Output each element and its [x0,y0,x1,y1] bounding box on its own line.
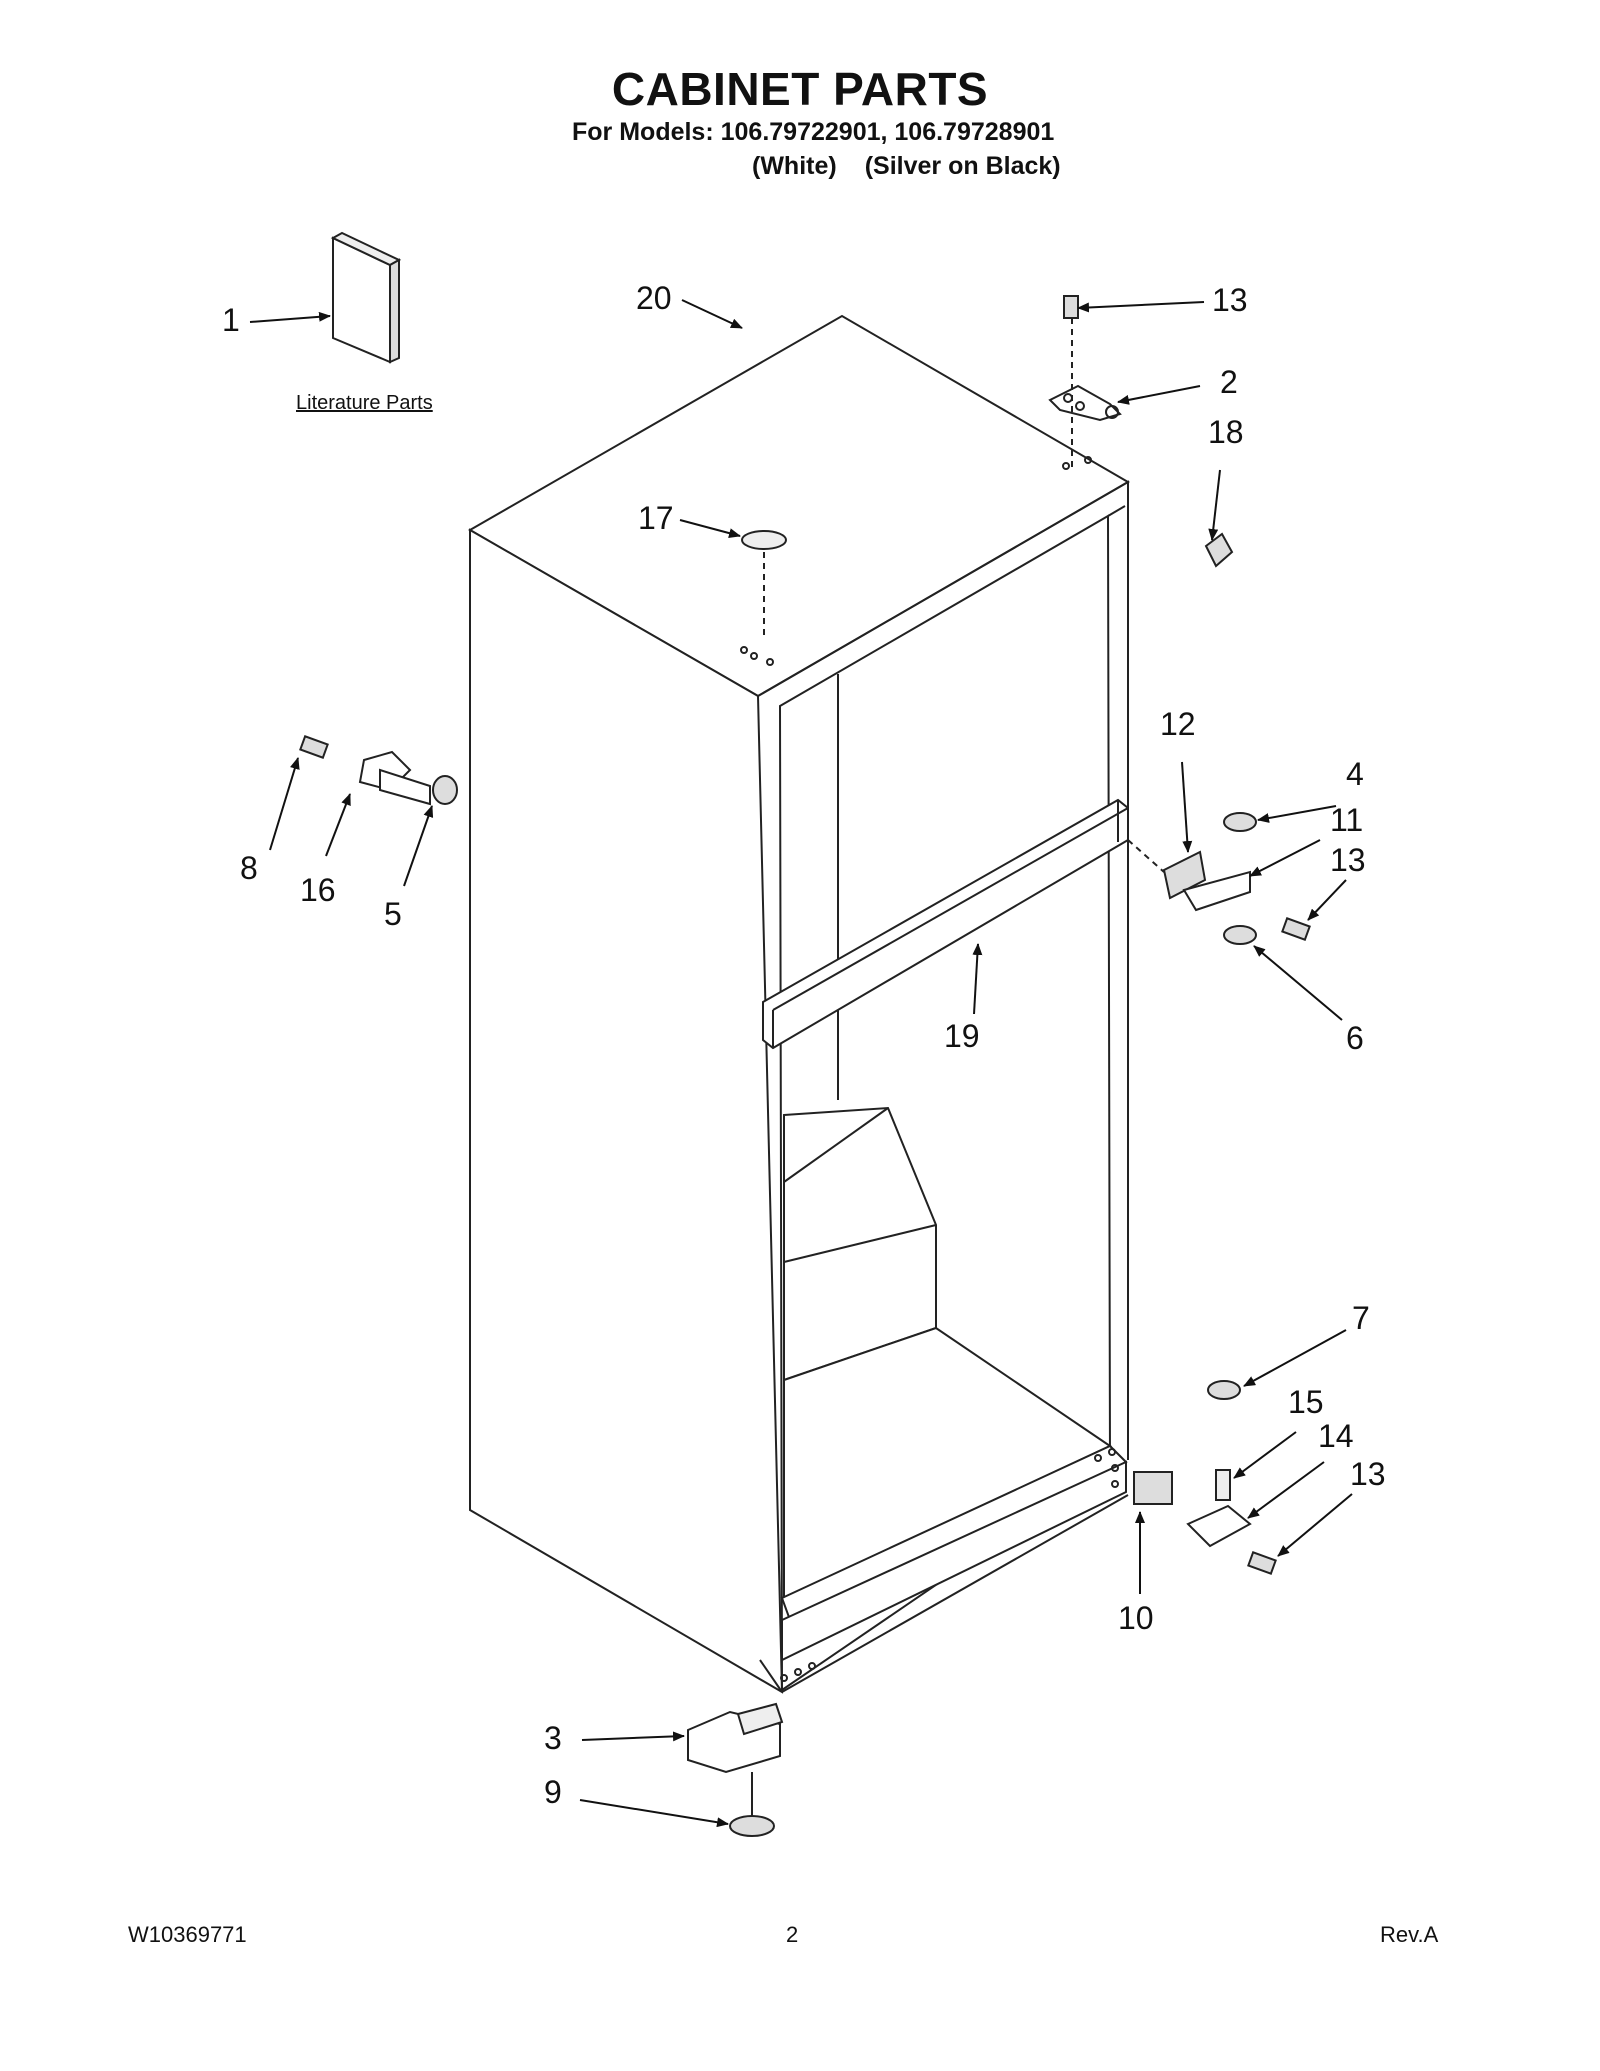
top-plug [741,530,787,640]
callout-20: 20 [636,280,672,316]
roller-and-leveler [687,1702,784,1837]
callout-5: 5 [384,896,402,932]
callout-3: 3 [544,1720,562,1756]
callout-17: 17 [638,500,674,536]
callout-9: 9 [544,1774,562,1810]
callout-8: 8 [240,850,258,886]
callout-13-top: 13 [1212,282,1248,318]
revision: Rev.A [1380,1922,1439,1947]
literature-parts-label: Literature Parts [296,392,433,414]
callout-6: 6 [1346,1020,1364,1056]
bottom-hinge-assembly [1133,1380,1277,1575]
center-hinge-assembly [1127,812,1311,945]
callout-4: 4 [1346,756,1364,792]
doc-number: W10369771 [128,1922,247,1947]
cabinet-body [467,314,1130,1694]
model-variants: (White) (Silver on Black) [752,152,1061,181]
handle-mount-parts [299,735,458,806]
callout-13-bottom: 13 [1350,1456,1386,1492]
page-number: 2 [786,1922,799,1947]
callout-13-center: 13 [1330,842,1366,878]
models-line: For Models: 106.79722901, 106.79728901 [572,118,1055,146]
hinge-cover [1204,532,1234,568]
callout-16: 16 [300,872,336,908]
top-hinge-assembly [1048,295,1122,470]
literature-parts-booklet [330,231,402,364]
callout-10: 10 [1118,1600,1154,1636]
callout-11: 11 [1330,802,1364,838]
callout-15: 15 [1288,1384,1324,1420]
variant-white: (White) [752,152,837,180]
callout-2: 2 [1220,364,1238,400]
callout-7: 7 [1352,1300,1370,1336]
callout-18: 18 [1208,414,1244,450]
variant-silver-on-black: (Silver on Black) [864,152,1061,180]
callout-14: 14 [1318,1418,1354,1454]
callout-12: 12 [1160,706,1196,742]
callout-1: 1 [222,302,240,338]
callout-19: 19 [944,1018,980,1054]
page-title: CABINET PARTS [611,63,989,115]
